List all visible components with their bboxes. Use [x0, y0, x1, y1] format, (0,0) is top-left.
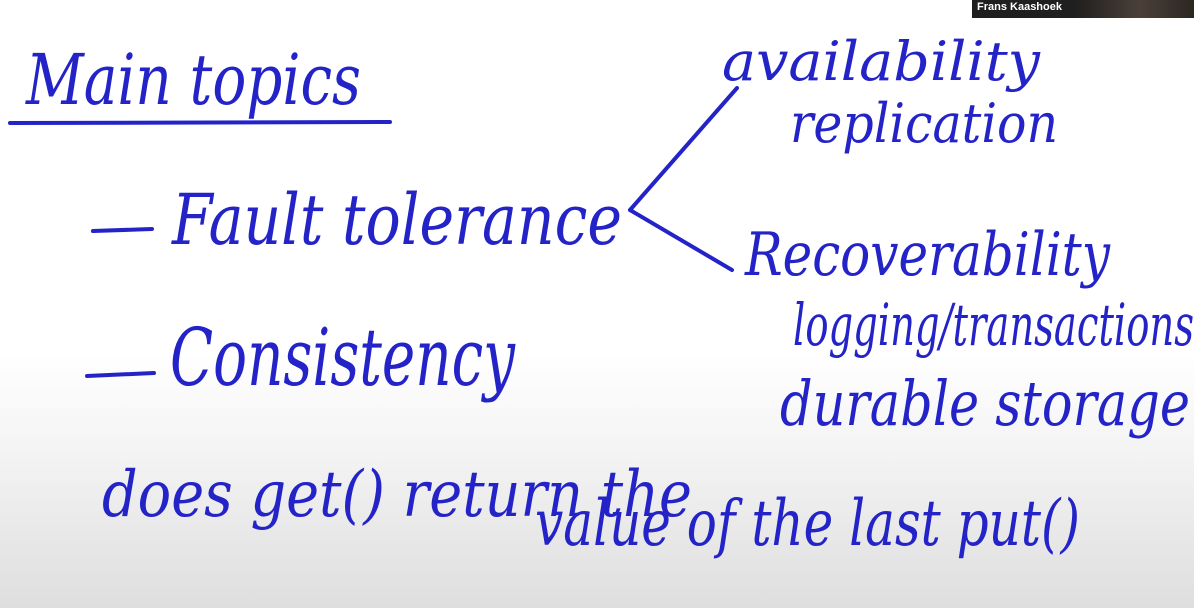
title-main-topics: Main topics [24, 39, 361, 121]
title-underline [8, 120, 392, 125]
replication-label: replication [790, 92, 1058, 155]
dash-consistency [85, 371, 156, 378]
consistency-label: Consistency [170, 311, 516, 404]
durable-storage-label: durable storage [780, 367, 1190, 440]
availability-label: availability [722, 30, 1042, 93]
recoverability-label: Recoverability [744, 220, 1111, 290]
dash-fault-tolerance [91, 227, 154, 233]
participant-video-tile[interactable]: Frans Kaashoek [972, 0, 1194, 18]
logging-transactions-label: logging/transactions [793, 291, 1194, 359]
question-line-1: does get() return the [102, 458, 692, 532]
branch-line-upper [628, 86, 739, 212]
video-thumbnail [1074, 0, 1194, 18]
question-line-2: value of the last put() [535, 487, 1080, 561]
branch-line-lower [628, 208, 734, 272]
participant-name-label: Frans Kaashoek [977, 1, 1062, 13]
fault-tolerance-label: Fault tolerance [170, 179, 622, 261]
